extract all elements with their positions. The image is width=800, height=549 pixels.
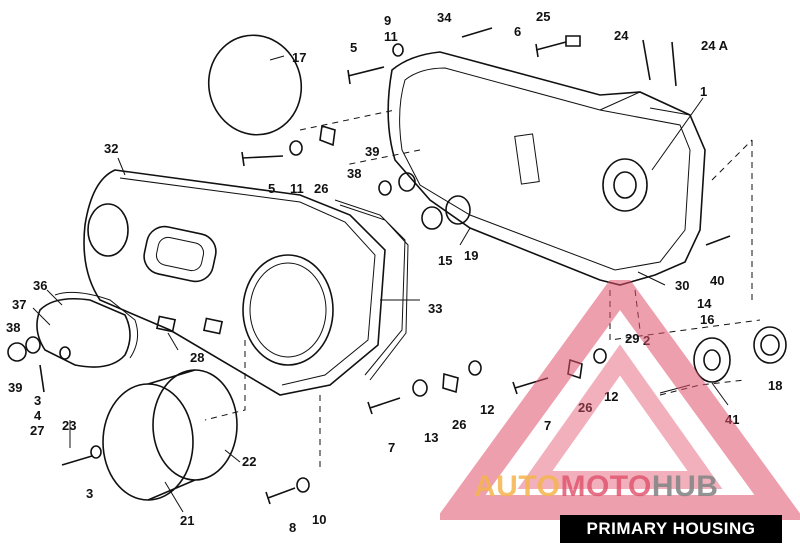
callout-11: 11	[290, 181, 304, 196]
callout-27: 27	[30, 423, 44, 438]
cover-gasket	[334, 199, 409, 381]
inner-primary-housing	[387, 51, 706, 286]
callout-41: 41	[725, 412, 739, 427]
bolts-group	[39, 27, 731, 505]
callout-2: 2	[643, 333, 650, 348]
callout-5: 5	[350, 40, 357, 55]
inspection-cover	[36, 291, 139, 368]
callout-12: 12	[604, 389, 618, 404]
callout-3: 3	[86, 486, 93, 501]
callout-6: 6	[514, 24, 521, 39]
callout-30: 30	[675, 278, 689, 293]
callout-5: 5	[268, 181, 275, 196]
outer-primary-cover	[83, 169, 386, 396]
callout-36: 36	[33, 278, 47, 293]
derby-cover	[102, 369, 238, 501]
watermark-part2: MOTO	[560, 470, 652, 503]
callout-32: 32	[104, 141, 118, 156]
callout-labels: 1 2 3 3 4 27 5 5 6 7 7 8 9 10 11 11 12 1…	[6, 9, 782, 535]
callout-21: 21	[180, 513, 194, 528]
watermark-part1: AUTO	[474, 470, 561, 503]
callout-25: 25	[536, 9, 550, 24]
washers-group	[7, 35, 787, 493]
callout-10: 10	[312, 512, 326, 527]
callout-23: 23	[62, 418, 76, 433]
callout-37: 37	[12, 297, 26, 312]
gasket-piece	[202, 317, 224, 335]
callout-28: 28	[190, 350, 204, 365]
callout-7: 7	[544, 418, 551, 433]
callout-18: 18	[768, 378, 782, 393]
callout-17: 17	[292, 50, 306, 65]
o-ring-part	[207, 34, 303, 136]
callout-16: 16	[700, 312, 714, 327]
caption-label: PRIMARY HOUSING	[560, 515, 782, 543]
callout-12: 12	[480, 402, 494, 417]
callout-11: 11	[384, 29, 398, 44]
callout-38: 38	[347, 166, 361, 181]
callout-39: 39	[365, 144, 379, 159]
callout-24: 24	[614, 28, 629, 43]
callout-24a: 24 A	[701, 38, 729, 53]
watermark-text: AUTOMOTOHUB	[474, 470, 718, 504]
callout-33: 33	[428, 301, 442, 316]
callout-13: 13	[424, 430, 438, 445]
callout-15: 15	[438, 253, 452, 268]
callout-9: 9	[384, 13, 391, 28]
watermark-part3: HUB	[651, 470, 719, 503]
callout-34: 34	[437, 10, 452, 25]
gasket-piece	[155, 315, 177, 333]
callout-4: 4	[34, 408, 42, 423]
callout-29: 29	[625, 331, 639, 346]
callout-3: 3	[34, 393, 41, 408]
callout-22: 22	[242, 454, 256, 469]
callout-39: 39	[8, 380, 22, 395]
callout-40: 40	[710, 273, 724, 288]
callout-38: 38	[6, 320, 20, 335]
callout-26: 26	[578, 400, 592, 415]
callout-14: 14	[697, 296, 712, 311]
callout-19: 19	[464, 248, 478, 263]
callout-1: 1	[700, 84, 707, 99]
callout-26: 26	[314, 181, 328, 196]
callout-8: 8	[289, 520, 296, 535]
callout-7: 7	[388, 440, 395, 455]
callout-26: 26	[452, 417, 466, 432]
